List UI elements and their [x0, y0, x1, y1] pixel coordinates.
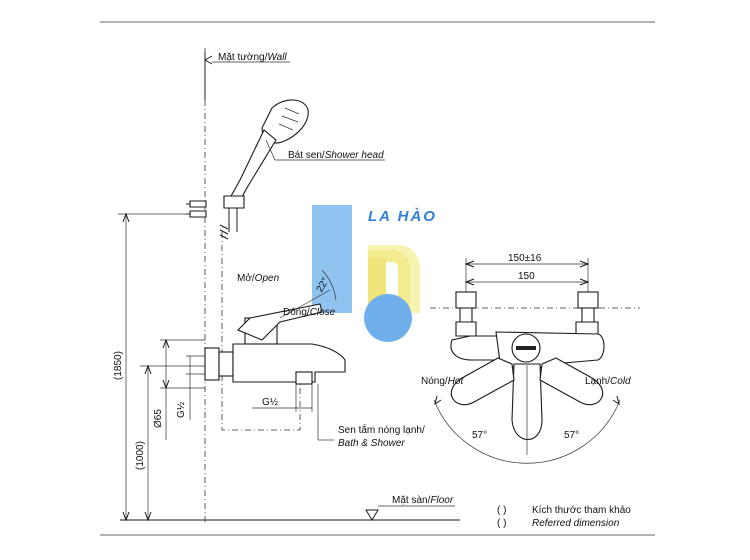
lever-hot — [450, 357, 515, 406]
hot-label-en: Hot — [448, 376, 465, 387]
dim-150: 150 — [518, 271, 535, 282]
cold-label-vi: Lạnh/ — [585, 376, 610, 387]
connector — [218, 351, 234, 377]
hot-inlet-flange — [455, 321, 477, 337]
shower-holder — [223, 195, 245, 209]
reference-label-vi: Kích thước tham khảo — [532, 505, 631, 516]
open-label-en: Open — [255, 273, 280, 284]
dimension-1000: (1000) — [135, 364, 205, 522]
mixer-body — [232, 343, 346, 383]
dim-65-arrows — [162, 338, 170, 390]
wall-arrow — [204, 55, 213, 65]
cold-inlet-nut — [577, 291, 599, 309]
lever-handle — [237, 303, 323, 341]
floor-marker — [365, 509, 379, 521]
cold-label: Lạnh/Cold — [585, 376, 631, 387]
floor-label-vi: Mặt sàn/ — [392, 495, 431, 506]
mixer-body-side — [204, 303, 346, 385]
shower-head-label-en: Shower head — [325, 150, 384, 161]
rotation-arc-arrows — [434, 395, 620, 406]
dim-150-16: 150±16 — [508, 253, 542, 264]
close-label-vi: Đóng/ — [283, 307, 310, 318]
wall-bracket — [186, 200, 207, 218]
hot-label-vi: Nóng/ — [421, 376, 448, 387]
dimension-1850: (1850) — [113, 212, 190, 522]
cold-label-en: Cold — [610, 376, 631, 387]
dim-g-half-v: G½ — [176, 401, 187, 418]
hot-inlet-elbow — [450, 335, 501, 361]
bracket-screw-heads — [186, 203, 190, 215]
open-label: Mở/Open — [237, 272, 280, 284]
bracket-screws — [189, 200, 207, 218]
bath-shower-label: Sen tắm nóng lạnh/ — [338, 423, 425, 436]
lever-cold — [539, 357, 604, 406]
logo-blue-bar — [312, 205, 352, 313]
shower-head — [219, 99, 309, 240]
hot-inlet — [450, 291, 501, 361]
dimension-150: 150 — [464, 271, 590, 286]
shower-hose-path — [221, 232, 301, 431]
dim-g-half-h: G½ — [262, 397, 279, 408]
cold-inlet — [575, 291, 599, 335]
wall-label: Mặt tường/Wall — [218, 52, 287, 63]
cold-inlet-stem — [581, 307, 595, 323]
mixer-brand-mark — [516, 346, 536, 350]
reference-brackets-1: ( ) — [497, 505, 506, 516]
wall-label-en: Wall — [267, 52, 287, 63]
shower-head-label: Bát sen/Shower head — [288, 150, 384, 161]
spout-outlet — [295, 371, 313, 385]
open-angle-arc — [321, 269, 337, 301]
angle-left: 57° — [472, 430, 487, 441]
reference-label-en: Referred dimension — [532, 518, 620, 529]
hot-label: Nóng/Hot — [421, 376, 464, 387]
dimension-d65: Ø65 — [153, 338, 205, 440]
shower-head-label-vi: Bát sen/ — [288, 150, 325, 161]
logo-text: LA HÀO — [368, 208, 437, 225]
bath-shower-label-en: Bath & Shower — [338, 438, 405, 449]
floor-label-en: Floor — [430, 495, 453, 506]
close-label: Đóng/Close — [283, 307, 336, 318]
watermark-logo: LA HÀO — [312, 205, 437, 342]
hot-inlet-nut — [455, 291, 477, 309]
dim-150-16-arrows — [464, 260, 590, 268]
floor-label: Mặt sàn/Floor — [392, 495, 454, 506]
dimension-g-half-vertical: G½ — [176, 355, 205, 420]
dim-1850: (1850) — [113, 351, 124, 380]
shower-head-leader — [265, 139, 276, 161]
reference-brackets-2: ( ) — [497, 518, 506, 529]
open-line — [279, 289, 331, 319]
shower-handle — [229, 129, 277, 205]
wall-flange — [204, 347, 220, 381]
hot-inlet-stem — [459, 307, 473, 323]
dim-150-arrows — [464, 278, 590, 286]
open-label-vi: Mở/ — [237, 272, 255, 284]
close-label-en: Close — [310, 307, 336, 318]
angle-right: 57° — [564, 430, 579, 441]
dimension-g-half-horizontal: G½ — [252, 384, 313, 412]
cold-inlet-flange — [575, 321, 599, 335]
wall-label-vi: Mặt tường/ — [218, 52, 268, 63]
logo-blue-circle — [364, 294, 412, 342]
dimension-150-16: 150±16 — [464, 253, 590, 298]
rotation-arc — [433, 399, 621, 464]
shower-head-nozzles — [278, 107, 300, 131]
dim-1000: (1000) — [135, 441, 146, 470]
shower-hose-neck — [228, 208, 238, 232]
dim-65: Ø65 — [153, 409, 164, 428]
shower-hose-coil — [219, 224, 229, 240]
